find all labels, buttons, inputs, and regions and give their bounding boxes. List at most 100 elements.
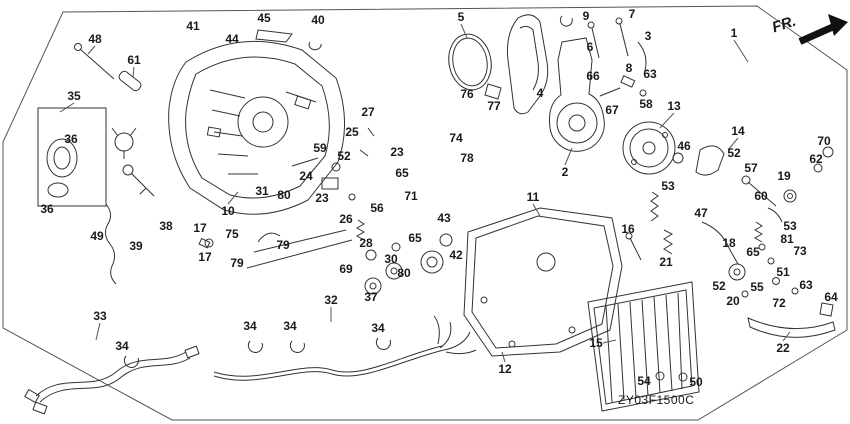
part-label-32: 32 (324, 293, 338, 307)
part-label-54: 54 (637, 374, 651, 388)
part-label-16: 16 (621, 222, 635, 236)
part-label-34: 34 (243, 319, 257, 333)
part-label-30: 30 (384, 252, 398, 266)
fr-arrow-icon (798, 14, 848, 45)
part-label-14: 14 (731, 124, 745, 138)
part-label-4: 4 (536, 86, 544, 100)
linkage-sketch (321, 127, 453, 295)
part-label-6: 6 (586, 40, 594, 54)
part-label-61: 61 (127, 53, 141, 67)
disc-sketch (622, 121, 684, 222)
part-label-62: 62 (809, 152, 823, 166)
part-label-26: 26 (339, 212, 353, 226)
housing-sketch (168, 29, 345, 215)
part-label-17: 17 (198, 250, 212, 264)
part-label-69: 69 (339, 262, 353, 276)
rod-sketch (198, 229, 353, 269)
part-label-31: 31 (255, 184, 269, 198)
part-label-2: 2 (561, 165, 569, 179)
handle-sketch (484, 14, 549, 115)
harness-33-sketch (24, 345, 200, 415)
part-label-66: 66 (586, 69, 600, 83)
part-label-3: 3 (644, 29, 652, 43)
part-label-23: 23 (390, 145, 404, 159)
part-label-20: 20 (726, 294, 740, 308)
part-label-22: 22 (776, 341, 790, 355)
part-label-28: 28 (359, 236, 373, 250)
throttle-body-sketch (549, 37, 621, 152)
part-label-58: 58 (639, 97, 653, 111)
part-label-48: 48 (88, 32, 102, 46)
part-label-74: 74 (449, 131, 463, 145)
part-label-50: 50 (689, 375, 703, 389)
part-label-79: 79 (276, 238, 290, 252)
part-label-63: 63 (799, 278, 813, 292)
part-label-52: 52 (727, 146, 741, 160)
harness-32-sketch (213, 315, 477, 381)
diagram-border (2, 5, 848, 421)
leader-lines (59, 23, 791, 363)
rear-cover-sketch (463, 207, 623, 357)
part-label-45: 45 (257, 11, 271, 25)
part-label-56: 56 (370, 201, 384, 215)
part-label-65: 65 (746, 245, 760, 259)
part-label-55: 55 (750, 280, 764, 294)
part-label-64: 64 (824, 290, 838, 304)
part-label-52: 52 (337, 149, 351, 163)
part-label-72: 72 (772, 296, 786, 310)
part-label-78: 78 (460, 151, 474, 165)
part-label-13: 13 (667, 99, 681, 113)
link-rod-sketch (747, 317, 836, 338)
part-label-53: 53 (783, 219, 797, 233)
part-label-47: 47 (694, 206, 708, 220)
part-label-65: 65 (408, 231, 422, 245)
part-label-80: 80 (397, 266, 411, 280)
part-label-40: 40 (311, 13, 325, 27)
part-label-21: 21 (659, 255, 673, 269)
part-label-60: 60 (754, 189, 768, 203)
switch-box-sketch (37, 107, 155, 207)
part-label-7: 7 (628, 7, 636, 21)
part-label-43: 43 (437, 211, 451, 225)
part-label-33: 33 (93, 309, 107, 323)
lanyard-sketch (104, 203, 117, 285)
part-label-24: 24 (299, 169, 313, 183)
part-label-42: 42 (449, 248, 463, 262)
part-label-79: 79 (230, 256, 244, 270)
part-label-34: 34 (283, 319, 297, 333)
part-label-15: 15 (589, 336, 603, 350)
part-label-1: 1 (730, 26, 738, 40)
part-label-59: 59 (313, 141, 327, 155)
part-label-46: 46 (677, 139, 691, 153)
right-hardware-sketch (695, 145, 834, 317)
top-hardware-sketch (559, 15, 647, 97)
part-label-35: 35 (67, 89, 81, 103)
bolt-sketch (74, 43, 142, 92)
part-label-80: 80 (277, 188, 291, 202)
part-label-73: 73 (793, 244, 807, 258)
part-label-25: 25 (345, 125, 359, 139)
part-label-70: 70 (817, 134, 831, 148)
part-label-9: 9 (582, 9, 590, 23)
part-label-63: 63 (643, 67, 657, 81)
part-label-67: 67 (605, 103, 619, 117)
part-label-57: 57 (744, 161, 758, 175)
part-label-36: 36 (40, 202, 54, 216)
part-label-71: 71 (404, 189, 418, 203)
part-label-75: 75 (225, 227, 239, 241)
part-label-34: 34 (371, 321, 385, 335)
grille-sketch (587, 281, 700, 412)
part-label-41: 41 (186, 19, 200, 33)
part-label-53: 53 (661, 179, 675, 193)
part-label-77: 77 (487, 99, 501, 113)
part-label-12: 12 (498, 362, 512, 376)
shift-arm-sketch (625, 221, 746, 281)
part-label-18: 18 (722, 236, 736, 250)
part-label-27: 27 (361, 105, 375, 119)
part-label-65: 65 (395, 166, 409, 180)
part-label-8: 8 (625, 61, 633, 75)
diagram-code: ZY03F1500C (618, 393, 695, 407)
